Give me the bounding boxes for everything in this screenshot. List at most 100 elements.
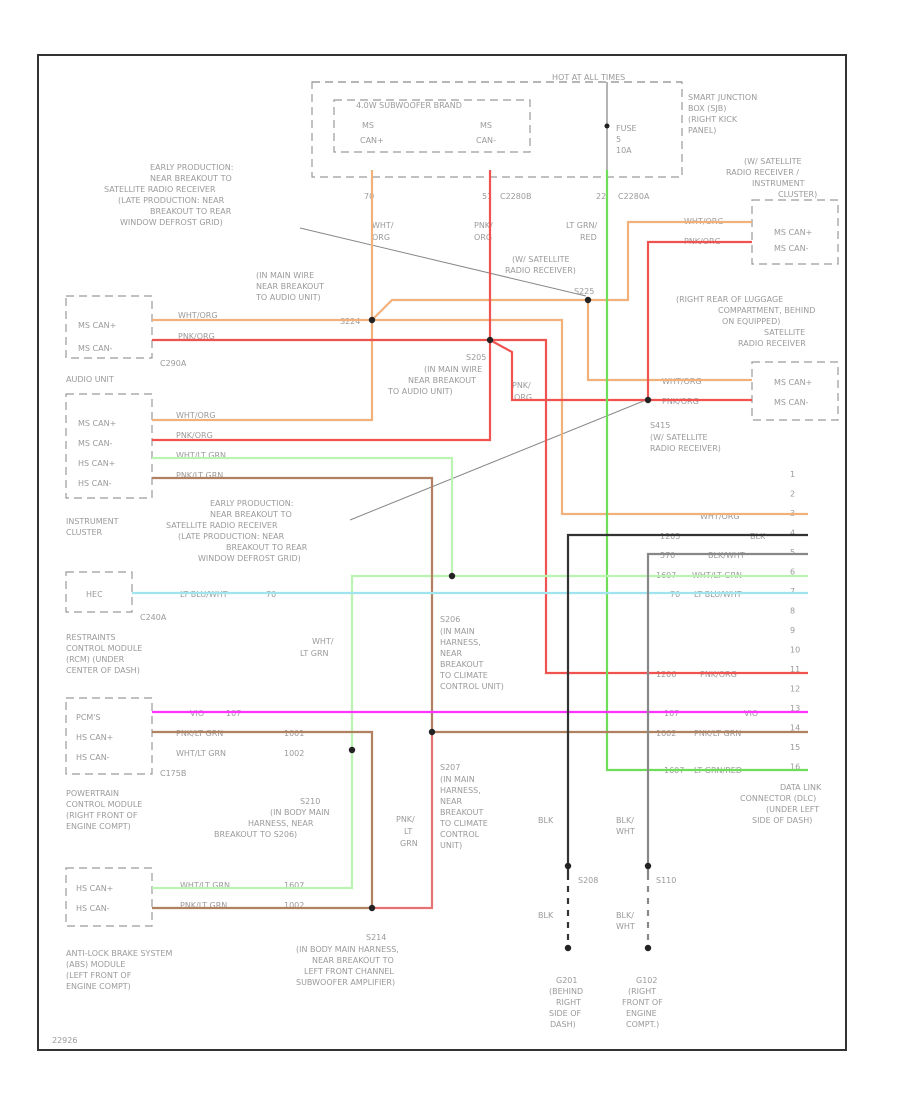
dlc-num-570: 570 [660, 551, 675, 560]
dlc-label: DATA LINK CONNECTOR (DLC) (UNDER LEFT SI… [740, 783, 822, 825]
wire-wht-org-subwoofer [152, 170, 374, 422]
svg-text:FRONT OF: FRONT OF [622, 998, 663, 1007]
sat-rear-pnk-org: PNK/ORG [662, 397, 699, 406]
splice-s206 [448, 572, 456, 580]
svg-text:LT GRN/: LT GRN/ [566, 221, 598, 230]
svg-text:HARNESS,: HARNESS, [440, 638, 481, 647]
dlc-blk: BLK [750, 532, 766, 541]
wire-pnk-org-subwoofer [152, 170, 492, 442]
s225-top-label: S225 [574, 287, 594, 296]
svg-text:SATELLITE RADIO RECEIVER: SATELLITE RADIO RECEIVER [104, 185, 216, 194]
svg-text:(IN MAIN WIRE: (IN MAIN WIRE [256, 271, 314, 280]
svg-text:DATA LINK: DATA LINK [780, 783, 822, 792]
svg-text:NEAR BREAKOUT TO: NEAR BREAKOUT TO [150, 174, 232, 183]
g201-label: G201 (BEHIND RIGHT SIDE OF DASH) [549, 976, 583, 1029]
abs-hs-can-minus: HS CAN- [76, 904, 110, 913]
wire-wht-lt-grn [152, 456, 808, 578]
sat-rear-wht-org: WHT/ORG [662, 377, 702, 386]
s207-label: S207 [440, 763, 460, 772]
subwoofer-outline [333, 99, 531, 153]
svg-text:EARLY PRODUCTION:: EARLY PRODUCTION: [150, 163, 233, 172]
s214-desc-label: (IN BODY MAIN HARNESS, NEAR BREAKOUT TO … [296, 945, 399, 987]
svg-text:WHT: WHT [616, 922, 635, 931]
dlc-wht-org: WHT/ORG [700, 512, 740, 521]
svg-text:SATELLITE: SATELLITE [764, 328, 805, 337]
svg-text:CAN-: CAN- [476, 136, 496, 145]
splice-s415 [644, 396, 652, 404]
subwoofer-can-plus-label: MS CAN+ [360, 121, 384, 145]
subwoofer-can-minus-label: MS CAN- [476, 121, 496, 145]
svg-text:SMART JUNCTION: SMART JUNCTION [688, 93, 757, 102]
svg-text:10A: 10A [616, 146, 632, 155]
pcm-pin-1001: 1001 [284, 729, 304, 738]
svg-text:CONTROL MODULE: CONTROL MODULE [66, 644, 142, 653]
hec-pin-70: 70 [266, 590, 276, 599]
svg-text:ENGINE COMPT): ENGINE COMPT) [66, 982, 131, 991]
hec-lt-blu-wht: LT BLU/WHT [180, 590, 228, 599]
svg-text:RESTRAINTS: RESTRAINTS [66, 633, 116, 642]
svg-text:(RCM) (UNDER: (RCM) (UNDER [66, 655, 125, 664]
svg-text:ON EQUIPPED): ON EQUIPPED) [722, 317, 780, 326]
svg-text:GRN: GRN [400, 839, 418, 848]
wht-lt-grn-vertical-label: WHT/ LT GRN [300, 637, 334, 658]
svg-text:TO AUDIO UNIT): TO AUDIO UNIT) [387, 387, 453, 396]
pin-70-label: 70 [364, 192, 374, 201]
device-c290a-pnk-org: PNK/ORG [178, 332, 215, 341]
dlc-pin-12: 12 [790, 685, 800, 694]
svg-text:NEAR BREAKOUT: NEAR BREAKOUT [408, 376, 476, 385]
sat-rear-can-minus: MS CAN- [774, 398, 809, 407]
pcm-label: POWERTRAIN CONTROL MODULE (RIGHT FRONT O… [66, 789, 142, 831]
sat-radio-receiver-top-outline [751, 199, 839, 265]
device-c290a-can-minus: MS CAN- [78, 344, 113, 353]
sat-rear-can-plus: MS CAN+ [774, 378, 812, 387]
svg-text:FUSE: FUSE [616, 124, 637, 133]
dlc-pin-16: 16 [790, 763, 800, 772]
wire-pnk-lt-grn-s207 [372, 732, 434, 910]
fuse-label: FUSE 5 10A [616, 124, 637, 155]
svg-text:CONTROL MODULE: CONTROL MODULE [66, 800, 142, 809]
splice-nodes [348, 296, 652, 952]
svg-text:SUBWOOFER AMPLIFIER): SUBWOOFER AMPLIFIER) [296, 978, 395, 987]
ground-g201 [564, 944, 572, 952]
svg-text:LEFT FRONT CHANNEL: LEFT FRONT CHANNEL [304, 967, 394, 976]
svg-text:(RIGHT REAR OF LUGGAGE: (RIGHT REAR OF LUGGAGE [676, 295, 783, 304]
audio-wht-org: WHT/ORG [176, 411, 216, 420]
svg-text:(ABS) MODULE: (ABS) MODULE [66, 960, 125, 969]
svg-text:CONTROL UNIT): CONTROL UNIT) [440, 682, 504, 691]
svg-text:G102: G102 [636, 976, 657, 985]
pcm-pin-107: 107 [226, 709, 241, 718]
ground-g102 [644, 944, 652, 952]
s206-label: S206 [440, 615, 460, 624]
wire-blk-wht [646, 552, 808, 948]
s415-label: S415 [650, 421, 670, 430]
sat-radio-receiver-rear-outline [751, 361, 839, 421]
pnk-org-vertical-label: PNK/ ORG [474, 221, 493, 242]
svg-text:LT GRN: LT GRN [300, 649, 329, 658]
svg-text:BLK/: BLK/ [616, 816, 634, 825]
dlc-pin-1: 1 [790, 470, 795, 479]
svg-text:(UNDER LEFT: (UNDER LEFT [766, 805, 819, 814]
figure-id: 22926 [52, 1036, 77, 1045]
splice-s214 [368, 904, 376, 912]
svg-text:WINDOW DEFROST GRID): WINDOW DEFROST GRID) [198, 554, 301, 563]
dlc-lt-blu-wht: LT BLU/WHT [694, 590, 742, 599]
cluster-wht-lt-grn: WHT/LT GRN [176, 451, 226, 460]
wire-pnk-org-mid [489, 339, 752, 402]
pcm-wht-lt-grn: WHT/LT GRN [176, 749, 226, 758]
svg-text:RED: RED [580, 233, 597, 242]
dlc-pin-70: 70 [670, 590, 680, 599]
subwoofer-label: 4.0W SUBWOOFER BRAND [356, 101, 462, 110]
svg-text:(BEHIND: (BEHIND [549, 987, 583, 996]
svg-text:5: 5 [616, 135, 621, 144]
s207-desc-label: (IN MAIN HARNESS, NEAR BREAKOUT TO CLIMA… [439, 775, 488, 850]
audio-unit-outline [65, 393, 153, 499]
abs-label: ANTI-LOCK BRAKE SYSTEM (ABS) MODULE (LEF… [66, 949, 172, 991]
svg-text:(LATE PRODUCTION: NEAR: (LATE PRODUCTION: NEAR [118, 196, 225, 205]
svg-text:BREAKOUT: BREAKOUT [440, 808, 484, 817]
sat-radio-receiver-top-title: (W/ SATELLITE RADIO RECEIVER / INSTRUMEN… [726, 157, 817, 199]
cluster-pnk-lt-grn: PNK/LT GRN [176, 471, 223, 480]
svg-text:MS: MS [480, 121, 492, 130]
svg-text:RADIO RECEIVER /: RADIO RECEIVER / [726, 168, 799, 177]
abs-pin-1002: 1002 [284, 901, 304, 910]
